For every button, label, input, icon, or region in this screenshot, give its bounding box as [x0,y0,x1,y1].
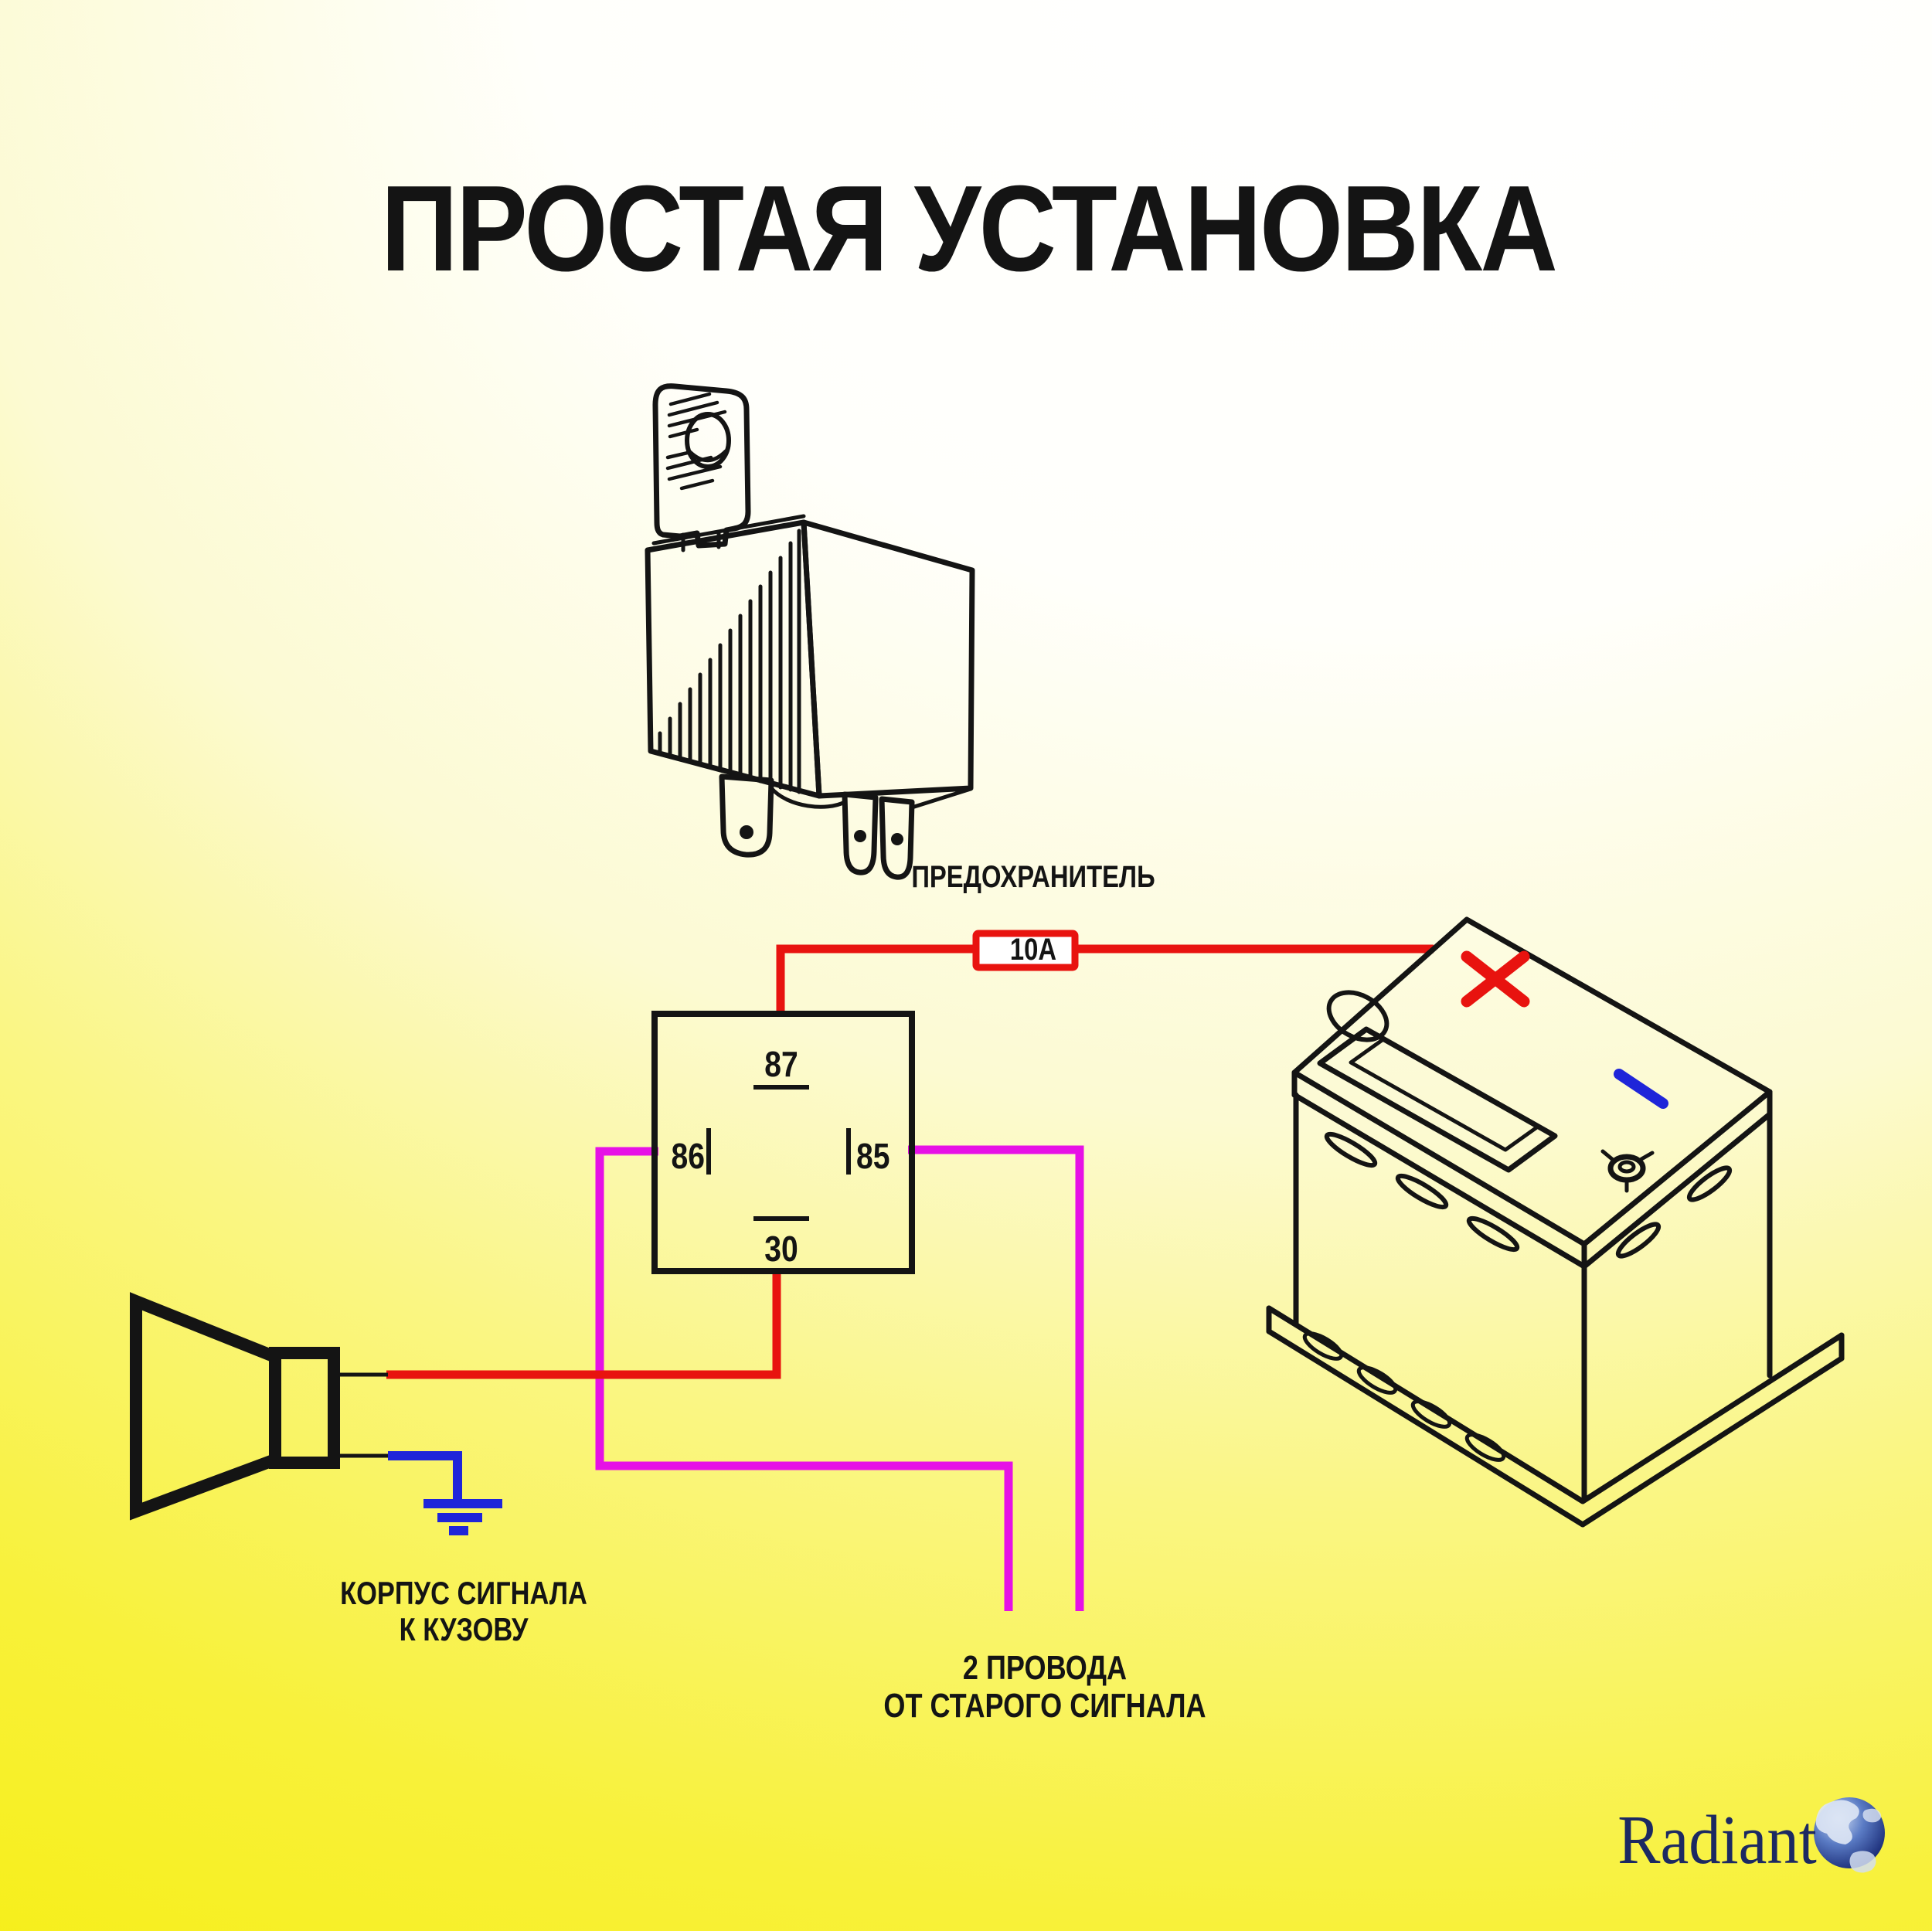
minus-mark-icon [1614,1069,1668,1109]
relay-pin-87: 87 [764,1045,798,1085]
horn-leads [335,1372,388,1458]
relay-schematic: 87 86 85 30 [651,1011,915,1274]
page-title: ПРОСТАЯ УСТАНОВКА [380,161,1558,297]
wire-red-horn [386,1271,781,1379]
relay-pin-30: 30 [764,1229,798,1270]
wire-magenta-86 [595,1147,1013,1611]
fuse-component [972,930,1079,971]
wire-red-battery [776,944,1434,1014]
plus-mark-icon [1461,950,1530,1008]
fuse-label: ПРЕДОХРАНИТЕЛЬ 10А [911,859,1155,968]
ground-icon [388,1451,502,1535]
relay-pin-85: 85 [856,1137,889,1177]
horn-ground-label: КОРПУС СИГНАЛА К КУЗОВУ [340,1575,587,1647]
old-horn-label: 2 ПРОВОДА ОТ СТАРОГО СИГНАЛА [883,1649,1206,1725]
fuse-rating: 10А [1009,933,1057,967]
relay-illustration [645,383,975,880]
relay-pin-86: 86 [672,1137,705,1177]
globe-icon [1814,1797,1885,1873]
wire-magenta-85 [908,1145,1084,1611]
brand-logo-text: Radiant [1617,1802,1817,1878]
horn-icon [130,1292,340,1521]
fuse-label-name: ПРЕДОХРАНИТЕЛЬ [911,860,1155,894]
battery-illustration [1266,916,1845,1528]
